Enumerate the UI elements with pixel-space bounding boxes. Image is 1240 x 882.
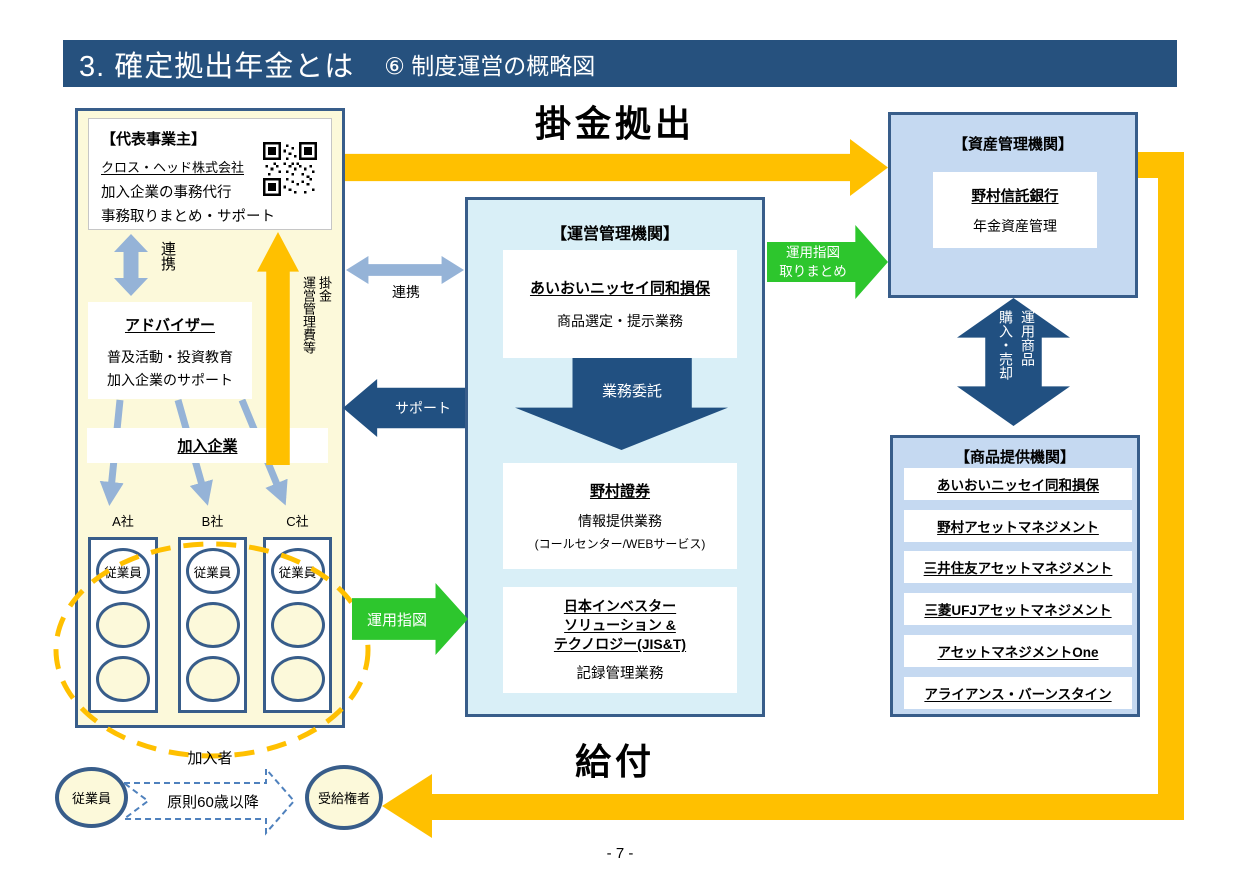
information-service-name: 野村證券	[589, 483, 650, 500]
provider-row: 三井住友アセットマネジメント	[904, 551, 1132, 583]
age-condition-label: 原則60歳以降	[167, 793, 259, 811]
product-selection-role: 商品選定・提示業務	[557, 313, 683, 329]
participants-label: 加入者	[187, 749, 233, 767]
employee-circle	[96, 602, 150, 648]
employee-circle	[96, 656, 150, 702]
participants-dashed-ellipse	[53, 541, 371, 759]
investment-products-label: 運用商品	[1020, 310, 1036, 366]
title-bar: 3. 確定拠出年金とは ⑥ 制度運営の概略図	[63, 40, 1177, 87]
member-companies-label: 加入企業	[177, 438, 238, 455]
provider-row: 野村アセットマネジメント	[904, 510, 1132, 542]
representative-employer-heading: 【代表事業主】	[101, 131, 207, 148]
contribution-arrow-icon	[345, 139, 888, 196]
instruction-aggregation-line1: 運用指図	[786, 245, 840, 260]
advisor-card: アドバイザー 普及活動・投資教育 加入企業のサポート	[88, 302, 252, 399]
instruction-aggregation-label: 運用指図 取りまとめ	[769, 242, 857, 282]
support-label: サポート	[395, 400, 451, 416]
advisor-role2: 加入企業のサポート	[107, 372, 233, 388]
beneficiary-circle: 受給権者	[305, 765, 383, 830]
fee-label-line1: 掛金	[317, 276, 332, 302]
purchase-sale-line: 購入・売却	[998, 310, 1014, 380]
information-service-role: 情報提供業務	[578, 513, 662, 529]
asset-admin-heading: 【資産管理機関】	[952, 136, 1073, 153]
employee-circle	[185, 656, 240, 702]
product-providers-box: 【商品提供機関】 あいおいニッセイ同和損保 野村アセットマネジメント 三井住友ア…	[890, 435, 1140, 717]
cooperation-horizontal-arrow-icon	[346, 256, 464, 284]
representative-employer-company: クロス・ヘッド株式会社	[101, 160, 245, 175]
product-selection-card: あいおいニッセイ同和損保 商品選定・提示業務	[503, 250, 737, 358]
company-b-column: 従業員	[178, 537, 247, 713]
provider-row: アセットマネジメントOne	[904, 635, 1132, 667]
provider-row: 三菱UFJアセットマネジメント	[904, 593, 1132, 625]
qr-code-icon	[263, 142, 317, 196]
information-service-note: (コールセンター/WEBサービス)	[534, 537, 706, 551]
representative-employer-role1: 加入企業の事務代行	[101, 185, 232, 201]
page-subtitle: ⑥ 制度運営の概略図	[384, 52, 596, 79]
page-title: 3. 確定拠出年金とは	[79, 50, 355, 83]
contribution-flow-label: 掛金拠出	[534, 103, 695, 144]
fee-label-line2: 運営管理費等	[301, 276, 316, 354]
benefit-flow-label: 給付	[574, 741, 655, 782]
advisor-name: アドバイザー	[124, 317, 215, 334]
representative-employer-role2: 事務取りまとめ・サポート	[101, 209, 275, 225]
asset-admin-name: 野村信託銀行	[971, 188, 1059, 205]
investment-instruction-label: 運用指図	[366, 611, 427, 629]
benefit-path-horizontal	[428, 794, 1184, 820]
employee-circle: 従業員	[185, 548, 240, 594]
information-service-card: 野村證券 情報提供業務 (コールセンター/WEBサービス)	[503, 463, 737, 569]
employee-bottom-circle: 従業員	[55, 767, 128, 828]
advisor-role1: 普及活動・投資教育	[107, 349, 233, 365]
recordkeeping-name3: テクノロジー(JIS&T)	[553, 636, 687, 652]
employee-circle	[185, 602, 240, 648]
asset-admin-card: 野村信託銀行 年金資産管理	[933, 172, 1097, 248]
employee-label: 従業員	[104, 565, 142, 580]
provider-row: アライアンス・バーンスタイン	[904, 677, 1132, 709]
benefit-arrowhead-icon	[382, 774, 432, 838]
recordkeeping-name1: 日本インベスター	[563, 598, 677, 614]
purchase-sale-label: 運用商品 購入・売却	[995, 310, 1039, 418]
provider-row: あいおいニッセイ同和損保	[904, 468, 1132, 500]
operating-admin-heading: 【運営管理機関】	[550, 226, 679, 243]
product-selection-name: あいおいニッセイ同和損保	[529, 280, 710, 297]
benefit-path-vertical	[1158, 152, 1184, 820]
employee-circle	[270, 602, 325, 648]
company-a-label: A社	[112, 513, 134, 529]
outsourcing-label: 業務委託	[601, 382, 662, 400]
recordkeeping-card: 日本インベスター ソリューション & テクノロジー(JIS&T) 記録管理業務	[503, 587, 737, 693]
asset-admin-role: 年金資産管理	[973, 217, 1057, 234]
employee-label: 従業員	[278, 565, 317, 580]
age-condition-dashed-arrow	[122, 766, 296, 836]
company-c-label: C社	[286, 513, 309, 529]
employee-bottom-label: 従業員	[71, 791, 111, 806]
recordkeeping-name2: ソリューション &	[564, 617, 676, 633]
cooperation-left-label: 連携	[159, 241, 176, 271]
product-providers-heading: 【商品提供機関】	[954, 449, 1075, 466]
company-b-label: B社	[201, 513, 224, 529]
page-number: - 7 -	[606, 844, 634, 862]
member-companies-card: 加入企業	[87, 428, 328, 463]
recordkeeping-role: 記録管理業務	[576, 666, 664, 682]
cooperation-center-label: 連携	[392, 284, 420, 300]
company-c-column: 従業員	[263, 537, 332, 713]
instruction-aggregation-line2: 取りまとめ	[779, 264, 847, 279]
company-a-column: 従業員	[88, 537, 158, 713]
fee-label: 掛金 運営管理費等	[300, 276, 332, 400]
beneficiary-label: 受給権者	[317, 791, 370, 806]
employee-label: 従業員	[193, 565, 232, 580]
employee-circle	[270, 656, 325, 702]
